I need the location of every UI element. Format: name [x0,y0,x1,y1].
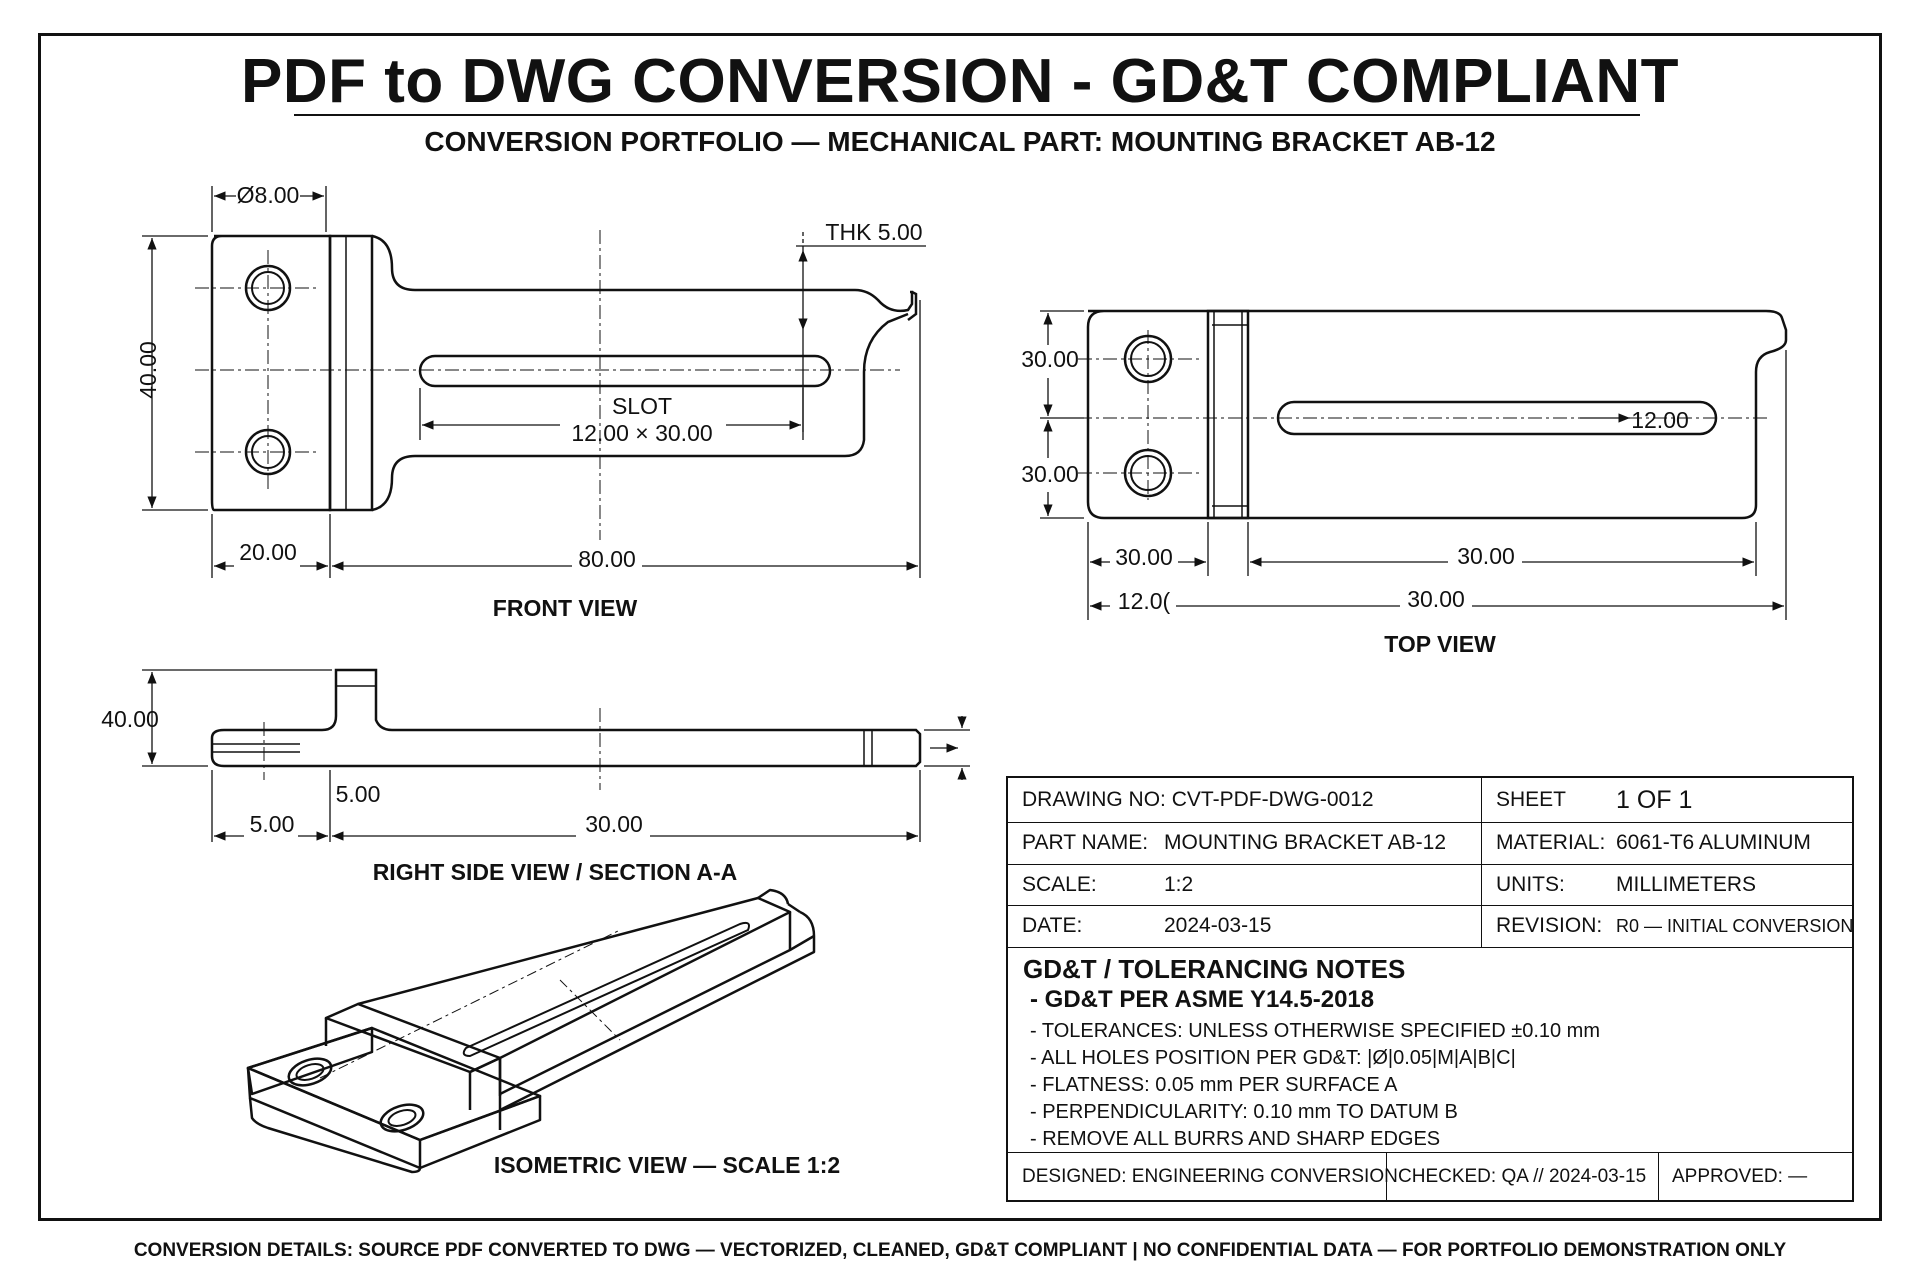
date: 2024-03-15 [1164,914,1272,937]
title-block-row-drawing: DRAWING NO: CVT-PDF-DWG-0012 SHEET 1 OF … [1008,778,1852,823]
units: MILLIMETERS [1616,872,1757,896]
front-dim-text: Ø8.00 THK 5.00 40.00 SLOT 12.00 × 30.00 … [135,182,923,621]
top-slot-width: 12.00 [1631,407,1689,433]
front-flange-width: 20.00 [239,539,297,565]
front-view-label: FRONT VIEW [493,595,638,621]
title-block-row-date: DATE: 2024-03-15 REVISION: R0 — INITIAL … [1008,905,1854,948]
part-name-label: PART NAME: [1022,831,1149,854]
date-label: DATE: [1022,914,1083,937]
drawing-border [38,33,1882,1221]
notes-subheading: - GD&T PER ASME Y14.5-2018 [1030,986,1375,1013]
units-label: UNITS: [1496,872,1565,896]
side-centerlines [263,708,601,790]
note-item: - PERPENDICULARITY: 0.10 mm TO DATUM B [1030,1101,1458,1123]
sheet-label: SHEET [1496,788,1567,811]
title-block: DRAWING NO: CVT-PDF-DWG-0012 SHEET 1 OF … [1006,776,1854,1202]
top-dim-text: 30.00 30.00 12.00 30.00 30.00 12.0( 30.0… [1021,346,1689,657]
front-view [210,234,918,512]
top-bottom-left: 12.0( [1118,588,1171,614]
front-dimensions [142,186,926,578]
front-slot-size: 12.00 × 30.00 [571,420,712,446]
notes-list: - TOLERANCES: UNLESS OTHERWISE SPECIFIED… [1030,1018,1600,1153]
note-item: - FLATNESS: 0.05 mm PER SURFACE A [1030,1074,1398,1096]
top-right-span: 30.00 [1457,543,1515,569]
top-upper-hole: 30.00 [1021,346,1079,372]
top-left-width: 30.00 [1115,544,1173,570]
scale: 1:2 [1164,872,1194,896]
footer-note: CONVERSION DETAILS: SOURCE PDF CONVERTED… [133,1240,1787,1261]
note-item: - TOLERANCES: UNLESS OTHERWISE SPECIFIED… [1030,1020,1600,1042]
front-length: 80.00 [578,546,636,572]
top-dimensions [1040,310,1787,620]
page-title: PDF to DWG CONVERSION - GD&T COMPLIANT [240,47,1680,116]
side-flange: 5.00 [336,781,381,807]
iso-centerlines [319,929,621,1079]
page-subtitle: CONVERSION PORTFOLIO — MECHANICAL PART: … [424,126,1496,157]
sheet-value: 1 OF 1 [1616,785,1693,814]
approved: APPROVED: — [1672,1165,1808,1187]
front-height: 40.00 [135,341,161,399]
side-dim-text: 40.00 5.00 5.00 30.00 RIGHT SIDE VIEW / … [101,706,737,885]
title-block-row-part: PART NAME: MOUNTING BRACKET AB-12 MATERI… [1008,822,1852,865]
front-centerlines [195,230,900,540]
title-underline [294,114,1640,116]
side-height: 40.00 [101,706,159,732]
title-block-signoff: DESIGNED: ENGINEERING CONVERSION CHECKED… [1008,1152,1852,1200]
material-label: MATERIAL: [1496,831,1606,854]
note-item: - ALL HOLES POSITION PER GD&T: |Ø|0.05|M… [1030,1047,1516,1069]
front-hole-dia: Ø8.00 [237,182,300,208]
checked: CHECKED: QA // 2024-03-15 [1398,1165,1647,1187]
material: 6061-T6 ALUMINUM [1616,831,1811,854]
top-view-label: TOP VIEW [1384,631,1496,657]
isometric-view [246,888,816,1174]
side-view-label: RIGHT SIDE VIEW / SECTION A-A [373,859,738,885]
designed: DESIGNED: ENGINEERING CONVERSION [1022,1165,1398,1187]
part-name: MOUNTING BRACKET AB-12 [1164,831,1447,854]
top-centerlines [1078,330,1770,500]
scale-label: SCALE: [1022,872,1097,896]
note-item: - REMOVE ALL BURRS AND SHARP EDGES [1030,1128,1441,1150]
side-view [210,668,922,768]
top-bottom-right: 30.00 [1407,586,1465,612]
drawing-no-label: DRAWING NO: [1022,788,1166,811]
front-slot-label: SLOT [612,393,672,419]
iso-view-label: ISOMETRIC VIEW — SCALE 1:2 [494,1152,840,1178]
side-left: 5.00 [250,811,295,837]
side-dimensions [142,669,970,842]
notes-heading: GD&T / TOLERANCING NOTES [1023,954,1406,984]
side-length: 30.00 [585,811,643,837]
revision: R0 — INITIAL CONVERSION [1616,915,1854,936]
drawing-no: CVT-PDF-DWG-0012 [1171,788,1374,811]
revision-label: REVISION: [1496,914,1603,937]
title-block-row-scale: SCALE: 1:2 UNITS: MILLIMETERS [1008,864,1852,906]
top-lower-hole: 30.00 [1021,461,1079,487]
front-thk: THK 5.00 [825,219,922,245]
